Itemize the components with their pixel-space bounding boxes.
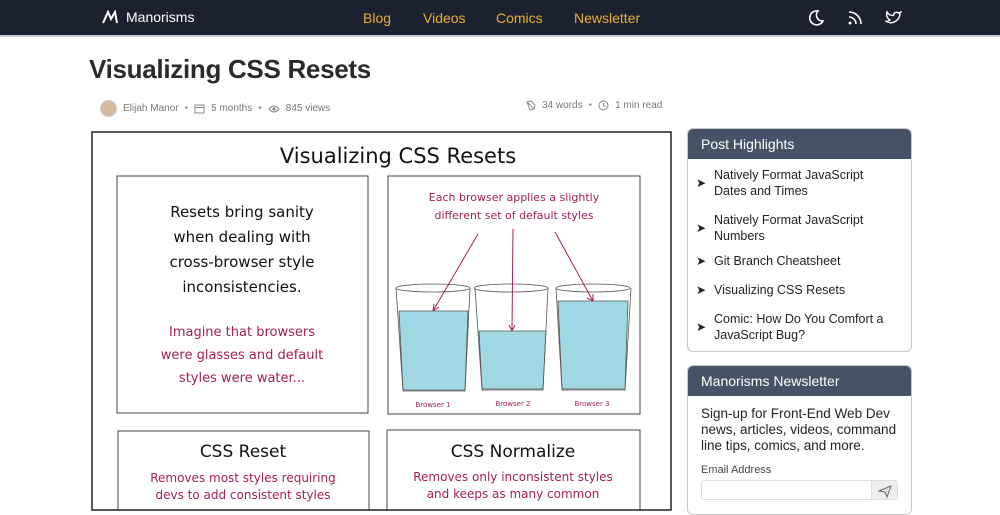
page-title: Visualizing CSS Resets (89, 54, 371, 84)
highlights-title: Post Highlights (688, 129, 911, 159)
p1-line: cross-browser style (169, 253, 314, 271)
arrow-icon: ➤ (696, 253, 707, 268)
email-field[interactable] (701, 480, 898, 500)
arrow-icon: ➤ (696, 320, 707, 334)
newsletter-title: Manorisms Newsletter (688, 366, 911, 396)
word-count: 34 words (542, 100, 583, 111)
post-stats: 34 words• 1 min read (525, 100, 662, 111)
view-count: 845 views (285, 103, 331, 114)
glass-label: Browser 3 (574, 400, 609, 408)
read-time: 1 min read (615, 100, 663, 111)
comic-title: Visualizing CSS Resets (280, 144, 516, 168)
water-2 (478, 330, 547, 390)
p2-line: Each browser applies a slightly (429, 191, 600, 204)
eye-icon (268, 105, 280, 112)
arrows (432, 228, 594, 332)
comic-image: Visualizing CSS Resets Resets bring sani… (91, 131, 672, 511)
p1-line: Resets bring sanity (170, 203, 314, 221)
rss-icon[interactable] (846, 9, 864, 27)
post-highlights-card: Post Highlights ➤Natively Format JavaScr… (687, 128, 912, 352)
nav-blog[interactable]: Blog (363, 10, 392, 26)
subscribe-button[interactable] (871, 481, 897, 499)
p3-title: CSS Reset (200, 442, 287, 462)
clock-icon (598, 100, 609, 111)
nav-videos[interactable]: Videos (423, 10, 466, 26)
p4-line: and keeps as many common (427, 487, 600, 501)
arrow-icon: ➤ (696, 176, 707, 190)
author-link[interactable]: Elijah Manor (123, 103, 179, 114)
p4-title: CSS Normalize (451, 442, 575, 462)
p2-line: different set of default styles (435, 209, 594, 222)
arrow-icon: ➤ (696, 221, 707, 235)
brand-name: Manorisms (126, 9, 195, 25)
water-3 (557, 300, 629, 390)
post-meta: Elijah Manor• 5 months• 845 views (100, 100, 330, 117)
p4-line: Removes only inconsistent styles (413, 470, 613, 484)
highlight-item[interactable]: ➤Git Branch Cheatsheet (696, 253, 841, 268)
site-header: Manorisms Blog Videos Comics Newsletter (0, 0, 1000, 37)
p1-red: styles were water... (179, 371, 305, 386)
nav-newsletter[interactable]: Newsletter (574, 10, 641, 26)
newsletter-card: Manorisms Newsletter Sign-up for Front-E… (687, 365, 912, 515)
p1-line: inconsistencies. (182, 278, 301, 296)
p1-red: were glasses and default (161, 348, 323, 363)
arrow-icon: ➤ (696, 282, 707, 297)
email-label: Email Address (701, 464, 772, 476)
brand-link[interactable]: Manorisms (102, 9, 194, 25)
p3-line: Removes most styles requiring (150, 471, 336, 485)
nav-comics[interactable]: Comics (496, 10, 543, 26)
send-icon (877, 485, 892, 499)
glass-label: Browser 1 (415, 401, 450, 409)
water-1 (398, 310, 469, 391)
p3-line: devs to add consistent styles (155, 488, 330, 502)
pen-icon (526, 100, 536, 111)
twitter-icon[interactable] (885, 9, 903, 27)
glasses (395, 283, 632, 392)
post-age: 5 months (211, 103, 253, 114)
glass-label: Browser 2 (495, 400, 530, 408)
moon-icon[interactable] (807, 9, 825, 27)
calendar-icon (194, 104, 205, 114)
logo-icon (102, 10, 118, 24)
p1-line: when dealing with (173, 228, 310, 246)
p1-red: Imagine that browsers (169, 325, 315, 340)
avatar (100, 100, 117, 117)
highlight-item[interactable]: ➤Visualizing CSS Resets (696, 282, 846, 297)
